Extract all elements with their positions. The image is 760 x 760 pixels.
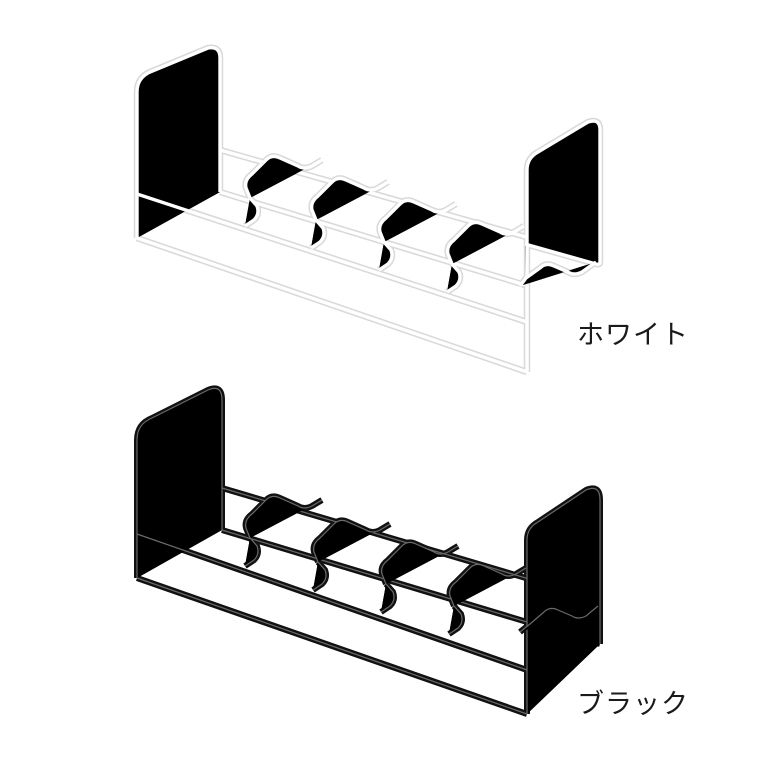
product-black: ブラック bbox=[0, 380, 760, 760]
product-white: ホワイト bbox=[0, 0, 689, 380]
color-label-white: ホワイト bbox=[577, 320, 689, 351]
color-label-black: ブラック bbox=[577, 689, 689, 720]
